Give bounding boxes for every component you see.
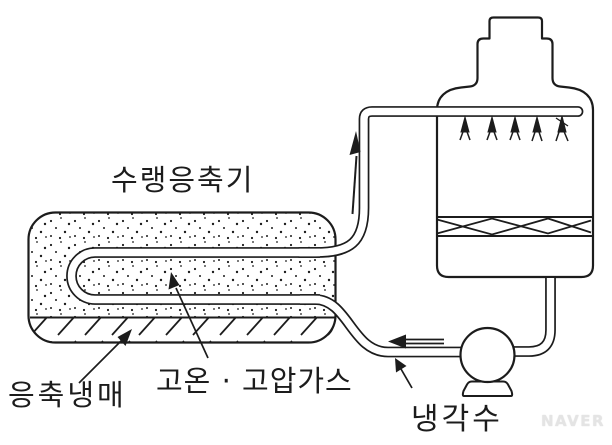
- label-water-cooled-condenser: 수랭응축기: [111, 163, 255, 197]
- label-hot-high-pressure-gas: 고온 · 고압가스: [156, 364, 353, 398]
- pump-base: [461, 380, 514, 397]
- fill-lattice: [436, 216, 593, 237]
- label-condensed-refrigerant: 응축냉매: [8, 378, 127, 412]
- spray-arrow-icon: [555, 115, 569, 142]
- pump-body: [459, 326, 516, 384]
- condensed-refrigerant-hatch: [30, 316, 335, 342]
- cooling-water-pointer-arrow-icon: [395, 358, 413, 389]
- spray-arrow-icon: [531, 115, 543, 142]
- pipe-bores: [67, 107, 582, 356]
- condenser-shell: [27, 211, 337, 344]
- refrigerant-pointer-arrow-icon: [78, 329, 132, 384]
- gas-pointer-arrow-icon: [168, 272, 209, 359]
- spray-arrow-icon: [486, 115, 498, 141]
- riser-flow-up-arrow-icon: [349, 131, 361, 215]
- spray-arrow-icon: [509, 115, 521, 141]
- cooling-tower-body: [435, 16, 595, 279]
- label-cooling-water: 냉각수: [411, 402, 503, 437]
- naver-watermark: NAVER: [541, 412, 606, 430]
- circulation-pump: [459, 326, 516, 397]
- return-flow-left-arrow-icon: [388, 334, 444, 349]
- cooling-tower: [435, 16, 595, 279]
- spray-arrow-icon: [459, 115, 471, 141]
- spray-arrows: [459, 115, 569, 142]
